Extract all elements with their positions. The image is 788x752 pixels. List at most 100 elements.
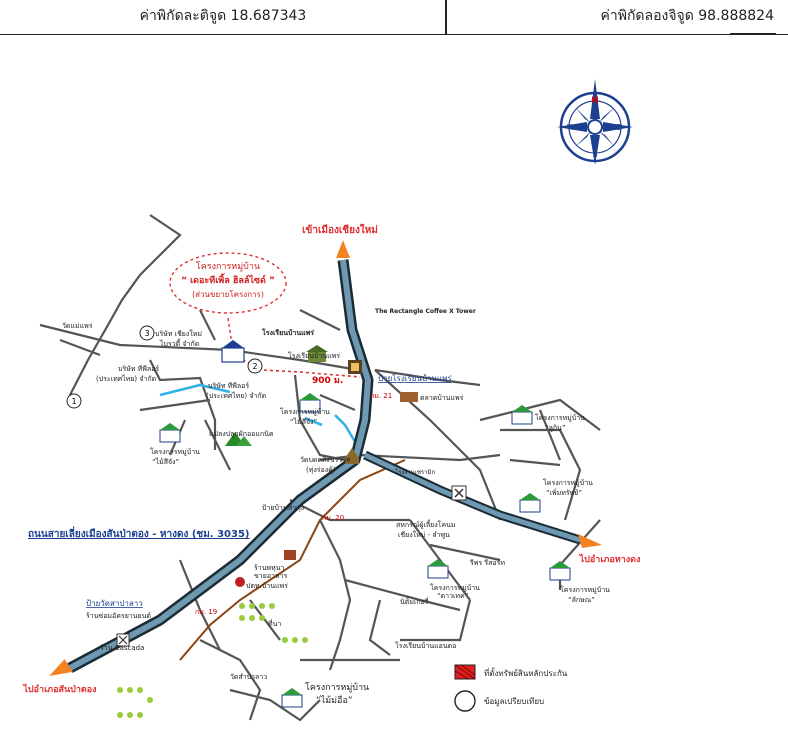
company-3-label: บริษัท ทีพีลอร์ <box>208 382 249 390</box>
compass-s-label: S <box>592 150 597 159</box>
village-7-label: โครงการหมู่บ้าน <box>305 682 369 693</box>
pointer-dashed <box>227 317 233 346</box>
village-7b-label: “ไม้ม่อือ” <box>316 695 353 706</box>
arrow-left-icon <box>49 659 73 676</box>
ceramic-label: โรงงานเซรามิก <box>395 468 435 476</box>
compass-rose: N S E W <box>557 79 633 165</box>
to-chiangmai-label: เข้าเมืองเชียงใหม่ <box>302 223 378 236</box>
company-1b-label: ไบรวดี้ จำกัด <box>159 337 199 348</box>
village-icon-2 <box>159 423 181 443</box>
temple-2-label: วัดสำปาลาว <box>230 673 267 681</box>
km-20-label: กม. 20 <box>322 514 344 522</box>
brown-road <box>179 459 406 661</box>
cascada-icon <box>116 633 130 647</box>
resort-label: รีพร รีสอร์ท <box>470 559 506 567</box>
village-4-label: โครงการหมู่บ้าน <box>543 478 593 487</box>
village-icon-3 <box>511 405 533 425</box>
main-road-label: ถนนสายเลี่ยงเมืองสันป่าตอง - หางดง (ชม. … <box>28 526 249 540</box>
legend: ที่ตั้งทรัพย์สินหลักประกัน ข้อมูลเปรียบเ… <box>454 664 568 712</box>
arrow-right-icon <box>578 534 602 548</box>
latitude-label: ค่าพิกัดละติจูด 18.687343 <box>139 8 307 24</box>
marker-2: 2 <box>247 358 263 374</box>
village-5-label: โครงการหมู่บ้าน <box>430 583 480 592</box>
farm-label: แปลงปลูกผักออแกนิค <box>209 430 274 438</box>
gas-label: ปตท.บ้านแพร่ <box>246 582 288 590</box>
village-icon-4 <box>519 493 541 513</box>
shop-b-label: ขายอาหาร <box>254 572 287 580</box>
market-icon <box>400 392 418 402</box>
market-label: ตลาดบ้านแพร่ <box>420 394 464 402</box>
company-2b-label: (ประเทศไทย) จำกัด <box>96 374 156 383</box>
village-2-label: โครงการหมู่บ้าน <box>150 447 200 456</box>
km-19-label: กม. 19 <box>195 608 217 616</box>
cascada-label: ร้าน Cascada <box>100 644 144 652</box>
compass-e-label: E <box>616 123 621 132</box>
village-icon-6 <box>549 561 571 581</box>
village-icon-1 <box>299 393 321 413</box>
company-1-label: บริษัท เชียงใหม่ <box>155 329 202 338</box>
project-highlight <box>169 252 287 314</box>
svg-text:1: 1 <box>71 397 76 406</box>
village-1-label: โครงการหมู่บ้าน <box>280 407 330 416</box>
to-sanpatong-label: ไปอำเภอสันป่าตอง <box>22 683 96 695</box>
village-2b-label: “ไม้สีจัง” <box>152 457 179 466</box>
school-2-label: โรงเรียนบ้านแอนดอ <box>395 641 456 650</box>
compass-n-label: N <box>591 96 599 106</box>
temple-icon <box>345 448 359 464</box>
rest-label: นิติ้มเกอรี่ <box>400 595 429 606</box>
rice-label: ที่นา <box>268 619 281 628</box>
header-underline <box>730 33 776 35</box>
project-title: โครงการหมู่บ้าน <box>196 261 260 272</box>
coffee-shop-icon <box>348 360 362 374</box>
bus-stop-2-label: ป้ายวัดสาปาลาว <box>86 599 143 608</box>
village-3-label: โครงการหมู่บ้าน <box>535 413 585 422</box>
restaurant-icon <box>451 485 467 501</box>
shop-icon <box>284 550 296 560</box>
header-divider <box>445 0 447 34</box>
project-subtitle: “ เดอะทีเพิ้ล ฮิลล์ไซด์ ” <box>181 273 275 286</box>
project-house-icon <box>221 340 245 363</box>
marker-1: 1 <box>66 393 82 409</box>
school-icon <box>306 345 328 362</box>
legend-compare-label: ข้อมูลเปรียบเทียบ <box>484 697 544 707</box>
coop-label: สหกรณ์ผู้เลี้ยงโคนม <box>396 518 456 529</box>
km-21-label: กม. 21 <box>370 392 392 400</box>
svg-text:2: 2 <box>252 362 257 371</box>
bus-stop-1-label: ป้ายโรงเรียนบ้านแพร่ <box>378 373 452 383</box>
village-6-label: โครงการหมู่บ้าน <box>560 585 610 594</box>
route-dashed <box>231 353 361 378</box>
coop-b-label: เชียงใหม่ - ลำพูน <box>398 530 450 539</box>
svg-text:3: 3 <box>144 329 149 338</box>
school-1b-label: โรงเรียนบ้านแพร่ <box>288 351 340 360</box>
temple-label: วัดบดดสิงขรวาส <box>300 456 351 464</box>
village-4b-label: “เพิ่มทรัพย์” <box>546 488 582 497</box>
coordinate-header: ค่าพิกัดละติจูด 18.687343 ค่าพิกัดลองจิจ… <box>0 0 788 35</box>
school-1-label: โรงเรียนบ้านแพร่ <box>261 328 314 337</box>
company-3b-label: (ประเทศไทย) จำกัด <box>206 391 266 400</box>
shop-label: ร้านพหุนา <box>254 564 284 572</box>
distance-label: 900 ม. <box>312 376 343 386</box>
village-icon-7 <box>281 688 303 708</box>
project-note: (ส่วนขยายโครงการ) <box>192 289 264 299</box>
arrow-up-icon <box>336 240 350 258</box>
village-6b-label: “ลักษณ” <box>568 596 595 604</box>
longitude-label: ค่าพิกัดลองจิจูด 98.888824 <box>600 8 774 24</box>
marker-3: 3 <box>139 325 155 341</box>
company-2-label: บริษัท ทีพีลอร์ <box>118 365 159 373</box>
to-hangdong-label: ไปอำเภอหางดง <box>579 553 641 565</box>
wat-mae-pai-label: วัดแม่แพร่ <box>62 322 93 330</box>
temple-sub-label: (ทุ่งร่องคู้) <box>306 466 336 474</box>
coffee-label: The Rectangle Coffee X Tower <box>375 308 476 315</box>
village-1b-label: “ไม้สีจัง” <box>290 417 317 426</box>
rice-field-icons <box>117 603 308 718</box>
bridge-label: ป้ายบ้านหัวทุ่ง <box>262 504 304 512</box>
legend-compare-swatch <box>454 690 476 712</box>
gas-station-icon <box>235 577 245 587</box>
farm-icon <box>225 432 252 446</box>
village-5b-label: “ดาวเทค” <box>437 592 468 600</box>
shop-2-label: ร้านซ่อมอัครยานยนต์ <box>86 612 151 620</box>
hangdong-highway <box>363 450 582 545</box>
village-icon-5 <box>427 559 449 579</box>
compass-w-label: W <box>567 123 575 132</box>
